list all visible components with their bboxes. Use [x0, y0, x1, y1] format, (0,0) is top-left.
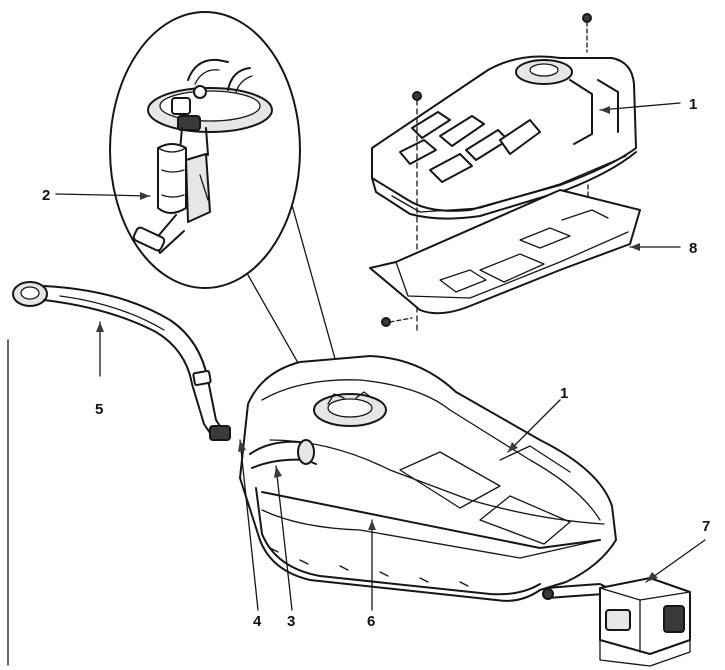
upper-tank-shell — [371, 55, 637, 212]
main-fuel-tank — [239, 355, 617, 602]
callout-5-filler-neck: 5 — [95, 401, 103, 418]
callout-8-skid-plate: 8 — [689, 240, 697, 257]
upper-tank-assembly — [369, 13, 641, 331]
bolt — [412, 91, 422, 101]
filler-neck — [12, 281, 231, 441]
charcoal-canister — [599, 577, 691, 667]
callout-1-upper-tank: 1 — [689, 96, 697, 113]
callout-leaders — [55, 102, 706, 611]
detail-ellipse — [109, 11, 301, 289]
fuel-pump-detail — [109, 11, 347, 399]
pump-flange — [147, 58, 273, 133]
bolt — [582, 13, 592, 23]
callout-3-inlet-hose: 3 — [287, 613, 295, 630]
skid-plate — [369, 189, 641, 315]
callout-4-filler-hose: 4 — [253, 613, 262, 630]
callout-6-tank-strap: 6 — [367, 613, 375, 630]
bolt — [381, 317, 391, 327]
callout-7-canister: 7 — [702, 518, 710, 535]
pump-body — [132, 127, 211, 254]
callout-2-fuel-pump: 2 — [42, 187, 50, 204]
callout-1-main-tank: 1 — [560, 385, 568, 402]
